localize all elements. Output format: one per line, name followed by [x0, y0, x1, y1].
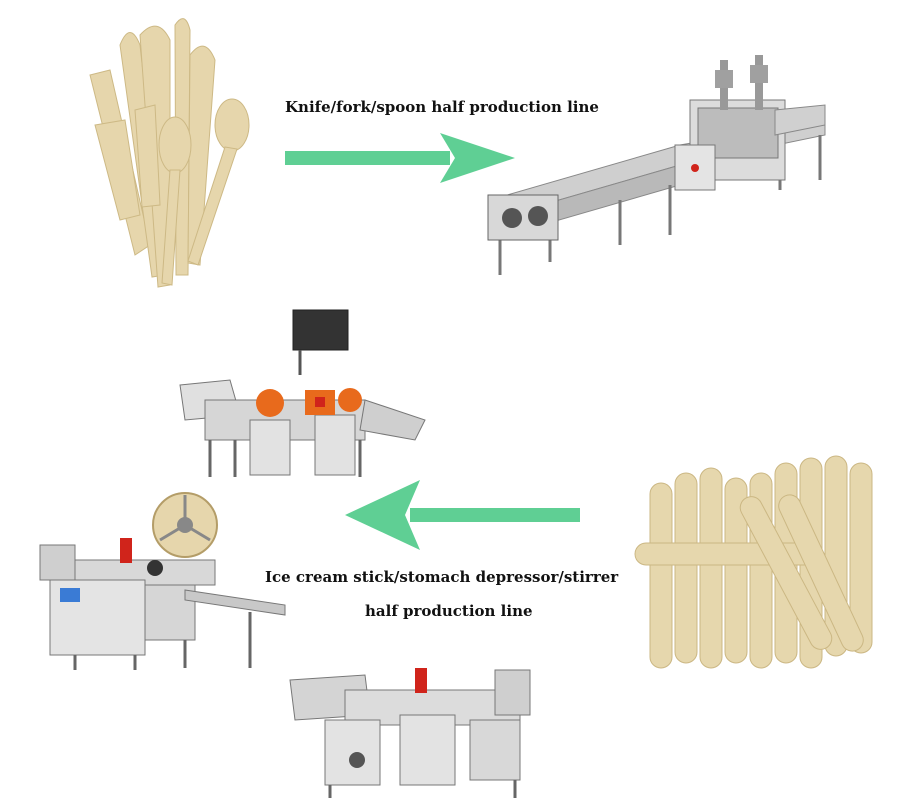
stick-forming-machine-image — [39, 492, 286, 670]
bottom-caption-line2: half production line — [365, 602, 533, 620]
arrow-left-icon — [345, 480, 580, 550]
bottom-caption-line1: Ice cream stick/stomach depressor/stirre… — [265, 568, 619, 586]
arrow-right-icon — [285, 133, 515, 183]
stick-cutting-machine-image — [289, 668, 531, 798]
wooden-cutlery-image — [89, 18, 250, 288]
cutlery-production-line-image — [487, 55, 826, 275]
stick-processing-machine-image — [179, 309, 426, 477]
ice-cream-sticks-image — [634, 455, 873, 669]
top-caption: Knife/fork/spoon half production line — [285, 98, 599, 116]
